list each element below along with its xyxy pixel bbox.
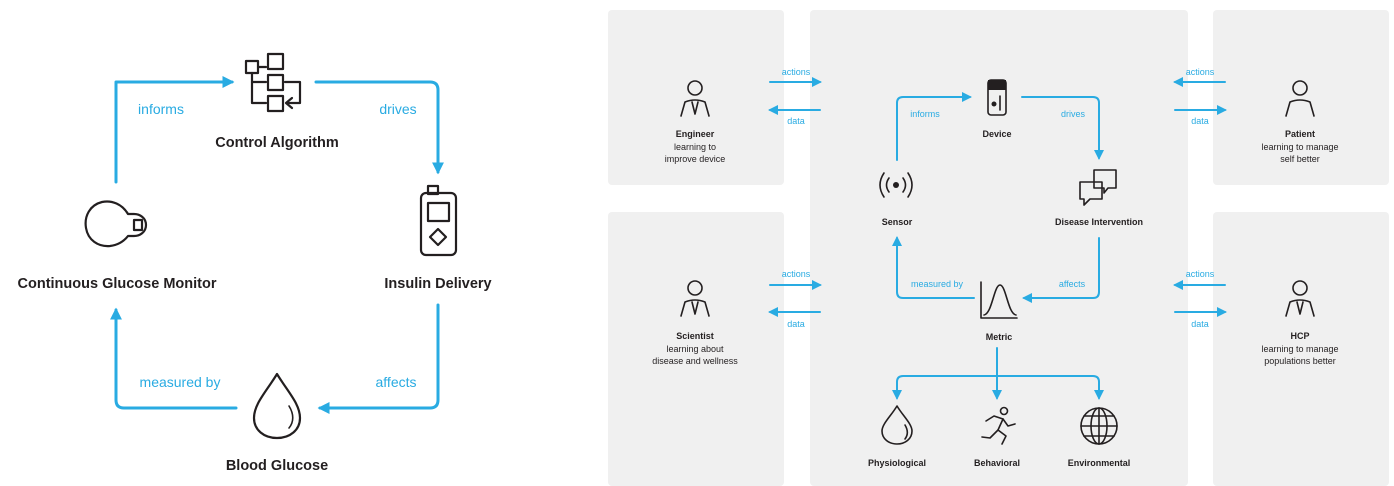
edge-metric-to-environmental: [996, 375, 1104, 400]
edge-label-center-affects: affects: [1059, 279, 1086, 289]
actor-scientist-desc-1: learning about: [666, 344, 724, 354]
node-insulin-delivery: Insulin Delivery: [384, 276, 491, 292]
label-engineer-data: data: [787, 116, 805, 126]
panel-scientist: [608, 212, 784, 486]
sensor-signal-icon: [879, 172, 913, 198]
node-device: Device: [982, 129, 1011, 139]
category-behavioral: Behavioral: [974, 458, 1020, 468]
drop-icon-small: [881, 405, 913, 445]
chat-bubbles-icon: [1079, 169, 1117, 206]
actor-hcp-desc-1: learning to manage: [1261, 344, 1338, 354]
edge-metric-to-sensor: [892, 236, 975, 299]
edge-label-measured-by: measured by: [140, 374, 221, 390]
person-icon-patient: [1285, 80, 1315, 117]
label-scientist-data: data: [787, 319, 805, 329]
edge-metric-to-physiological: [892, 375, 998, 400]
left-loop-diagram: informs drives affects measured by Contr…: [18, 52, 492, 474]
runner-icon: [981, 406, 1016, 445]
label-scientist-actions: actions: [782, 269, 811, 279]
node-metric: Metric: [986, 332, 1013, 342]
edge-glucose-to-cgm: [110, 307, 238, 410]
person-icon-engineer: [680, 80, 710, 117]
node-disease-intervention: Disease Intervention: [1055, 217, 1143, 227]
node-blood-glucose: Blood Glucose: [226, 458, 328, 474]
label-hcp-actions: actions: [1186, 269, 1215, 279]
node-control-algorithm: Control Algorithm: [215, 135, 339, 151]
globe-icon: [1080, 407, 1118, 445]
device-icon: [987, 79, 1007, 116]
label-hcp-data: data: [1191, 319, 1209, 329]
edge-sensor-to-device: [896, 92, 972, 161]
actor-engineer-desc-1: learning to: [674, 142, 716, 152]
edge-cgm-to-algorithm: [114, 76, 235, 184]
person-icon-scientist: [680, 280, 710, 317]
panel-hcp: [1213, 212, 1389, 486]
actor-patient-desc-1: learning to manage: [1261, 142, 1338, 152]
edge-device-to-intervention: [1021, 96, 1104, 160]
label-patient-actions: actions: [1186, 67, 1215, 77]
insulin-pump-icon: [419, 184, 458, 257]
actor-engineer-role: Engineer: [676, 129, 715, 139]
edge-label-center-drives: drives: [1061, 109, 1086, 119]
flowchart-icon: [244, 52, 302, 113]
node-cgm: Continuous Glucose Monitor: [18, 276, 217, 292]
node-sensor: Sensor: [882, 217, 913, 227]
cgm-sensor-icon: [84, 200, 148, 248]
edge-label-center-informs: informs: [910, 109, 940, 119]
edge-label-drives: drives: [379, 101, 416, 117]
actor-scientist-desc-2: disease and wellness: [652, 356, 738, 366]
label-patient-data: data: [1191, 116, 1209, 126]
edge-label-affects: affects: [376, 374, 417, 390]
actor-engineer-desc-2: improve device: [665, 154, 726, 164]
person-icon-hcp: [1285, 280, 1315, 317]
actor-patient-desc-2: self better: [1280, 154, 1320, 164]
edge-algorithm-to-delivery: [314, 80, 444, 175]
actor-patient-role: Patient: [1285, 129, 1315, 139]
edge-delivery-to-glucose: [317, 303, 440, 414]
edge-label-informs: informs: [138, 101, 184, 117]
right-ecosystem-diagram: Engineer learning to improve device Scie…: [608, 10, 1389, 486]
metric-curve-icon: [980, 281, 1018, 319]
label-engineer-actions: actions: [782, 67, 811, 77]
actor-hcp-role: HCP: [1290, 331, 1309, 341]
category-environmental: Environmental: [1068, 458, 1131, 468]
actor-scientist-role: Scientist: [676, 331, 714, 341]
panel-center: [810, 10, 1188, 486]
category-physiological: Physiological: [868, 458, 926, 468]
actor-hcp-desc-2: populations better: [1264, 356, 1336, 366]
panel-patient: [1213, 10, 1389, 185]
edge-label-center-measured-by: measured by: [911, 279, 964, 289]
drop-icon: [252, 372, 302, 440]
edge-intervention-to-metric: [1022, 237, 1100, 303]
panel-engineer: [608, 10, 784, 185]
